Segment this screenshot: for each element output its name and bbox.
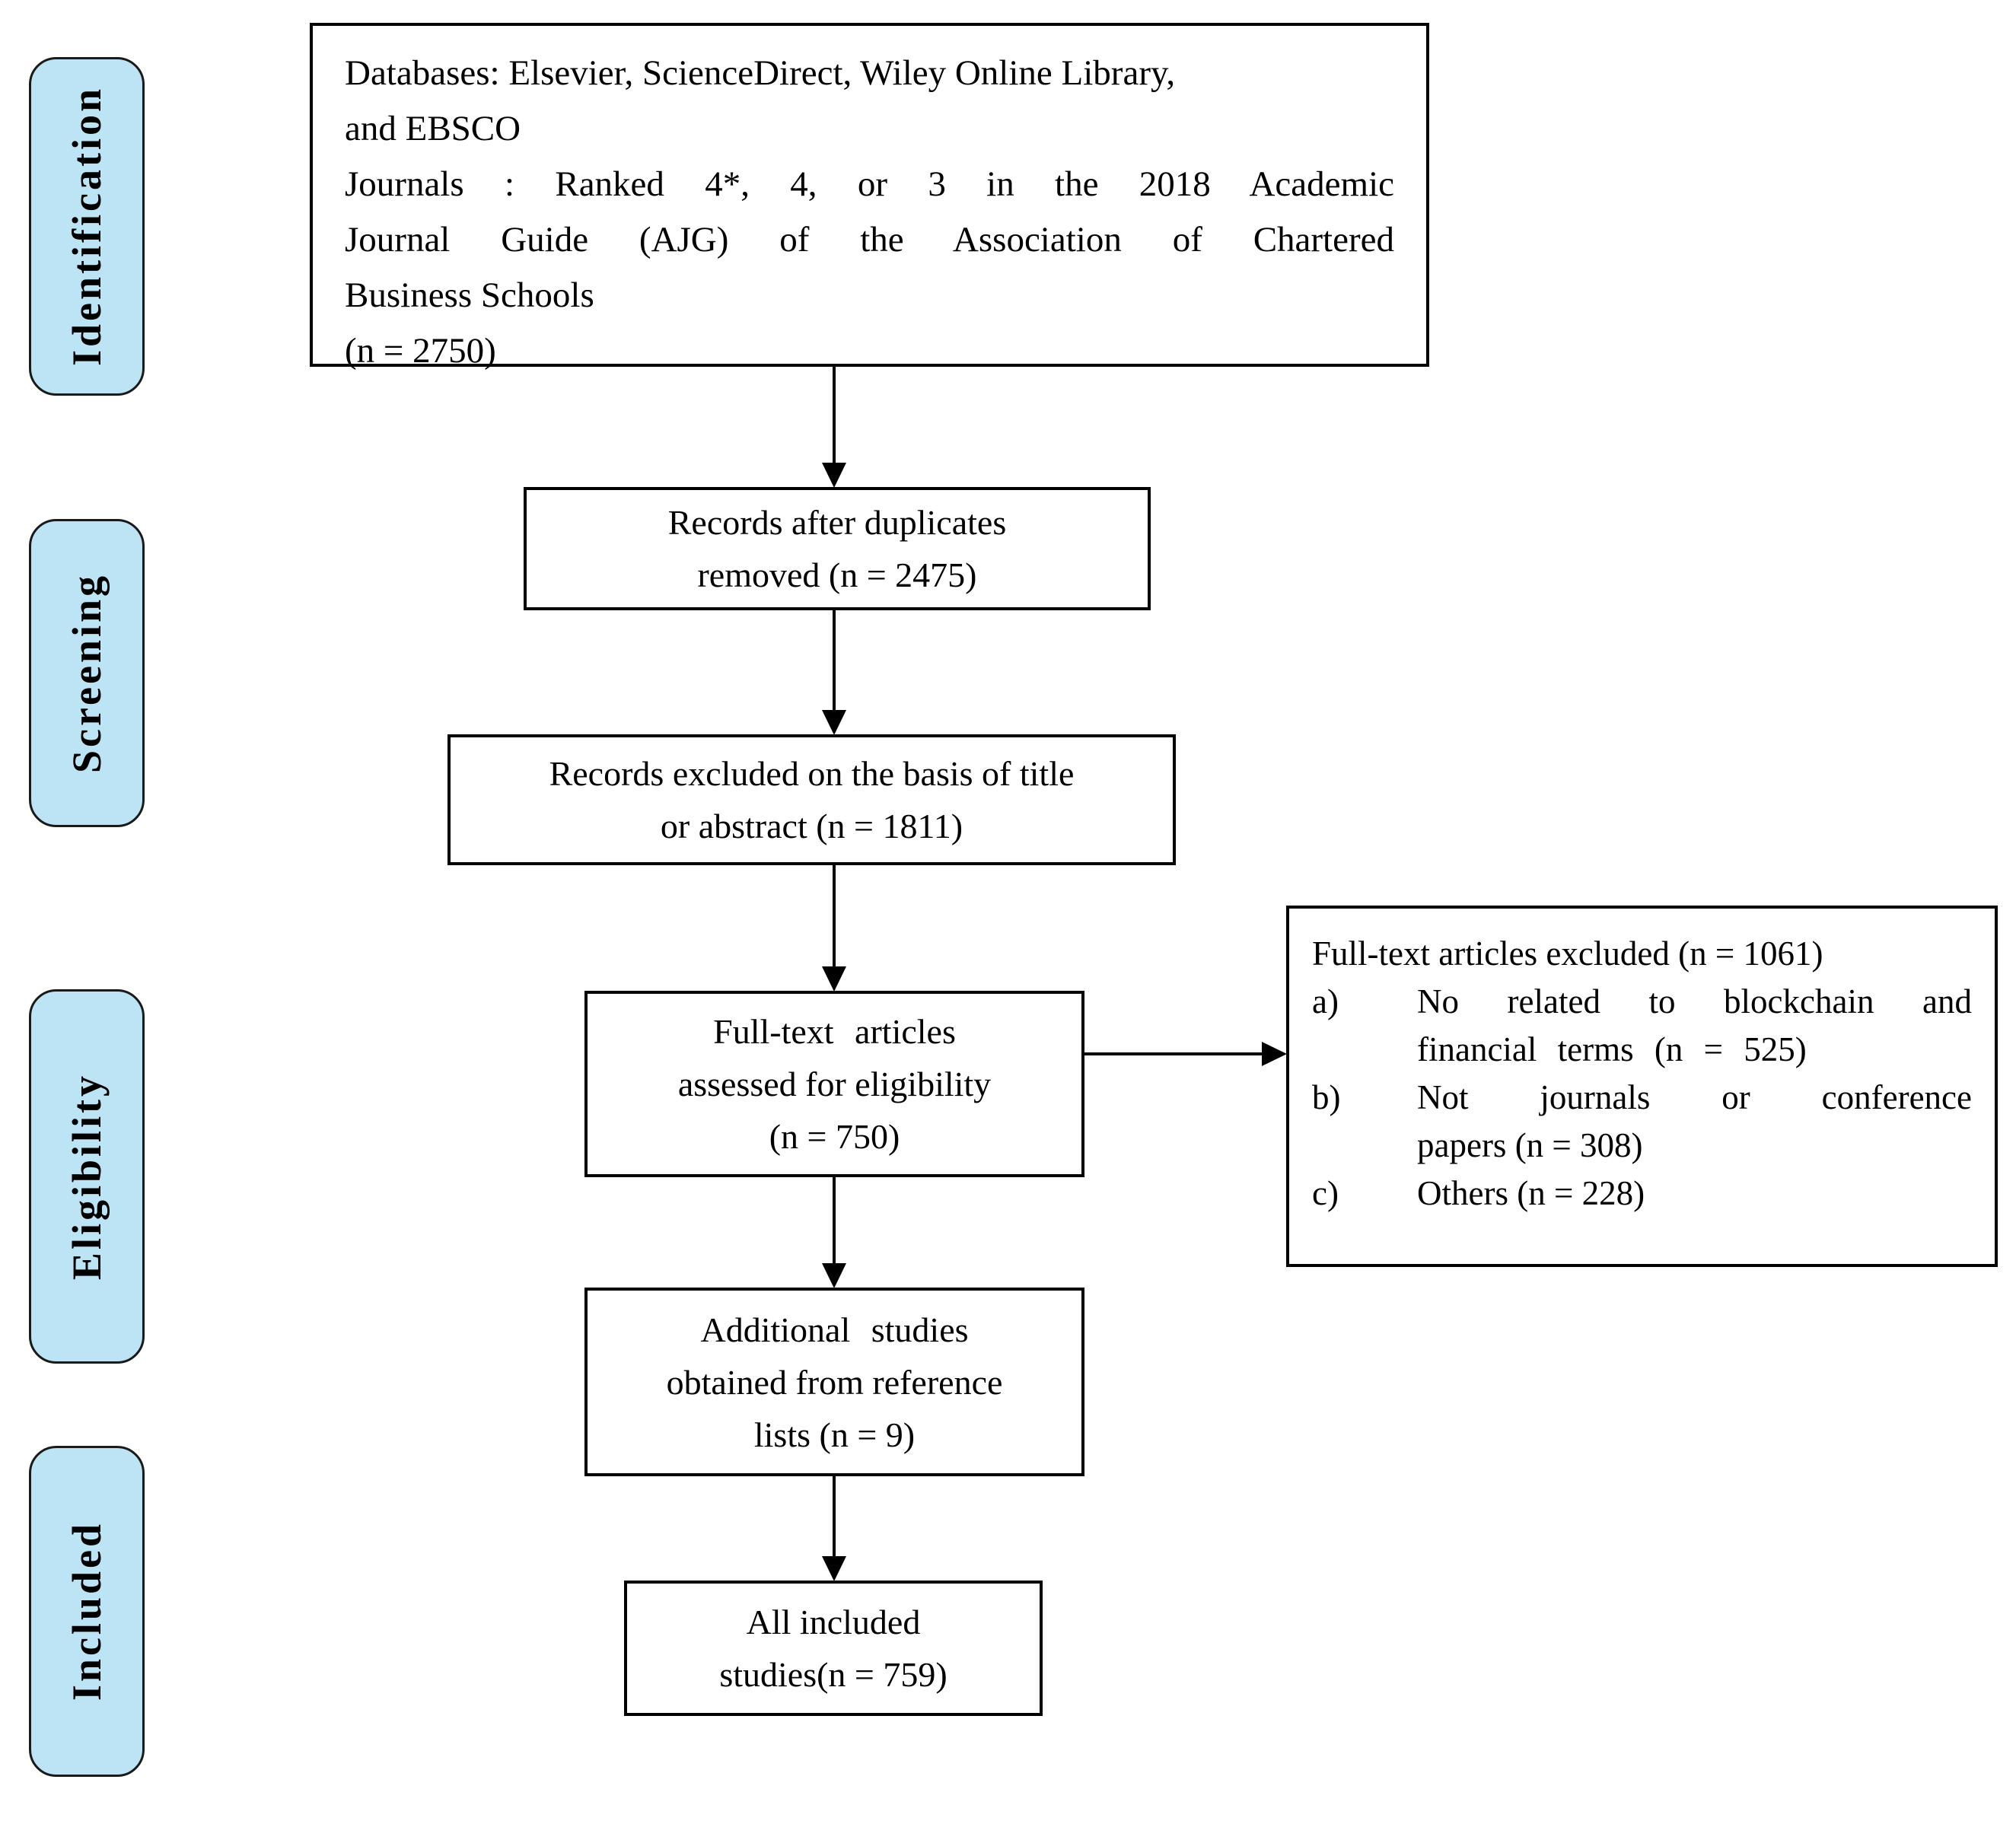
- all-included-line: All included: [746, 1603, 921, 1641]
- stage-eligibility: Eligibility: [29, 989, 145, 1364]
- box-records-excluded: Records excluded on the basis of title o…: [447, 734, 1176, 865]
- duplicates-count: removed (n = 2475): [697, 556, 977, 594]
- sources-line: Business Schools: [345, 275, 594, 315]
- exclusion-reason-a-marker: a): [1312, 982, 1339, 1020]
- additional-line: Additional studies: [700, 1310, 969, 1349]
- box-all-included: All included studies(n = 759): [624, 1581, 1043, 1716]
- stage-identification-label: Identification: [64, 86, 110, 367]
- exclusion-reason-b-line: Not journals or conference: [1417, 1078, 1972, 1116]
- arrow-line-additional-to-included: [833, 1476, 836, 1556]
- arrowhead-down-icon: [822, 1263, 846, 1288]
- sources-line: and EBSCO: [345, 109, 521, 148]
- sources-line: Journal Guide (AJG) of the Association o…: [345, 220, 1394, 259]
- exclusion-reason-c: c) Others (n = 228): [1312, 1170, 1972, 1218]
- box-sources: Databases: Elsevier, ScienceDirect, Wile…: [310, 23, 1429, 371]
- box-fulltext-excluded: Full-text articles excluded (n = 1061) a…: [1286, 906, 1998, 1267]
- duplicates-line: Records after duplicates: [667, 503, 1007, 542]
- stage-included: Included: [29, 1446, 145, 1777]
- exclusion-reason-b-count: papers (n = 308): [1417, 1126, 1643, 1164]
- arrow-line-sources-to-duplicates: [833, 367, 836, 463]
- records-excluded-count: or abstract (n = 1811): [660, 807, 963, 845]
- arrow-line-fulltext-to-sidebox: [1084, 1052, 1262, 1055]
- exclusion-reason-a-count: financial terms (n = 525): [1417, 1030, 1807, 1068]
- arrowhead-down-icon: [822, 463, 846, 488]
- box-additional-studies: Additional studies obtained from referen…: [584, 1288, 1084, 1476]
- arrowhead-right-icon: [1262, 1042, 1287, 1066]
- box-fulltext-assessed: Full-text articles assessed for eligibil…: [584, 991, 1084, 1177]
- stage-eligibility-label: Eligibility: [64, 1072, 110, 1281]
- exclusion-reason-a: a) No related to blockchain and financia…: [1312, 978, 1972, 1074]
- exclusion-reason-a-line: No related to blockchain and: [1417, 982, 1972, 1020]
- exclusion-reason-b: b) Not journals or conference papers (n …: [1312, 1074, 1972, 1170]
- stage-screening-label: Screening: [64, 573, 110, 773]
- exclusion-reason-c-marker: c): [1312, 1174, 1339, 1212]
- exclusion-reason-c-count: Others (n = 228): [1417, 1174, 1645, 1212]
- arrow-line-excluded-to-fulltext: [833, 865, 836, 966]
- arrowhead-down-icon: [822, 1556, 846, 1581]
- fulltext-line: Full-text articles: [713, 1012, 956, 1051]
- arrow-line-fulltext-to-additional: [833, 1177, 836, 1263]
- fulltext-count: (n = 750): [769, 1117, 900, 1156]
- sources-count: (n = 2750): [345, 331, 496, 371]
- all-included-count: studies(n = 759): [719, 1655, 947, 1694]
- records-excluded-line: Records excluded on the basis of title: [549, 754, 1075, 793]
- arrowhead-down-icon: [822, 710, 846, 735]
- sources-line: Journals : Ranked 4*, 4, or 3 in the 201…: [345, 164, 1394, 204]
- stage-identification: Identification: [29, 57, 145, 396]
- box-duplicates-removed: Records after duplicates removed (n = 24…: [524, 487, 1151, 610]
- fulltext-line: assessed for eligibility: [677, 1065, 992, 1103]
- sources-line: Databases: Elsevier, ScienceDirect, Wile…: [345, 53, 1176, 93]
- fulltext-excluded-title: Full-text articles excluded (n = 1061): [1312, 934, 1823, 973]
- stage-included-label: Included: [64, 1521, 110, 1702]
- additional-line: obtained from reference: [666, 1362, 1003, 1402]
- exclusion-reason-b-marker: b): [1312, 1078, 1341, 1116]
- arrow-line-duplicates-to-excluded: [833, 610, 836, 710]
- stage-screening: Screening: [29, 519, 145, 827]
- additional-count: lists (n = 9): [753, 1415, 916, 1454]
- arrowhead-down-icon: [822, 966, 846, 992]
